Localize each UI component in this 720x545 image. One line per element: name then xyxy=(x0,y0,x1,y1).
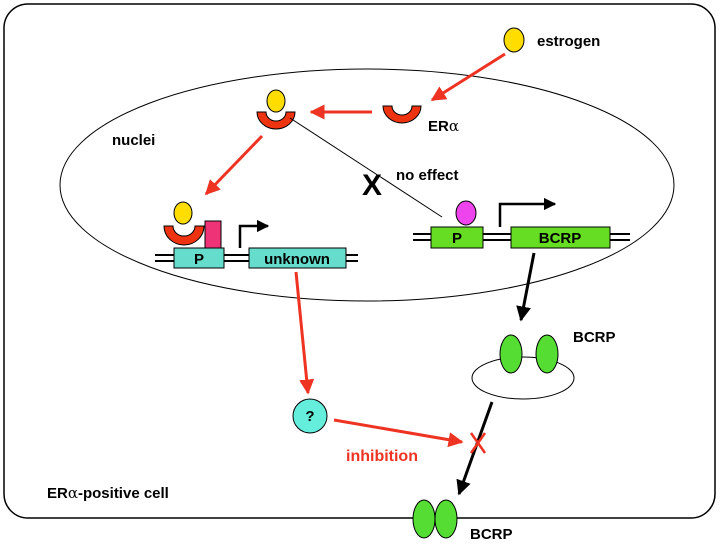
nucleus-ellipse xyxy=(59,68,675,302)
estrogen-molecule xyxy=(503,27,525,53)
bcrp-protein-label: BCRP xyxy=(573,329,616,346)
no-effect-label: no effect xyxy=(396,167,459,184)
promoter-left-box xyxy=(173,247,225,269)
arrow-estrogen-to-er xyxy=(430,52,506,102)
vesicle xyxy=(471,356,575,400)
unknown-factor-circle xyxy=(292,398,328,434)
estrogen-bound-promoter xyxy=(173,201,193,225)
cross-stroke-2 xyxy=(469,432,487,454)
coactivator-box xyxy=(204,220,222,249)
bcrp-membrane-b xyxy=(434,499,458,539)
transcription-arrow-left xyxy=(238,219,270,248)
inhibition-arrow xyxy=(333,418,464,448)
transcription-factor xyxy=(455,200,477,226)
bcrp-protein-vesicle-b xyxy=(535,334,559,374)
bcrp-membrane-a xyxy=(412,499,436,539)
arrow-unknown-to-question xyxy=(294,271,315,395)
er-alpha-receptor xyxy=(382,105,422,124)
unknown-gene-box xyxy=(248,247,347,269)
cell-label: ERα-positive cell xyxy=(47,484,169,502)
estrogen-label: estrogen xyxy=(537,33,600,50)
arrow-complex-to-promoter xyxy=(204,134,264,196)
transcription-arrow-right xyxy=(498,197,557,227)
bcrp-membrane-label: BCRP xyxy=(470,526,513,543)
estrogen-bound-top xyxy=(266,89,286,113)
nuclei-label: nuclei xyxy=(112,132,155,149)
x-mark: X xyxy=(362,169,382,202)
er-estrogen-complex-receptor xyxy=(256,111,296,130)
bcrp-protein-vesicle-a xyxy=(499,334,523,374)
promoter-right-label: P xyxy=(452,230,462,247)
arrow-gene-to-protein xyxy=(516,252,536,322)
bcrp-gene-label: BCRP xyxy=(539,230,582,247)
er-alpha-label: ERα xyxy=(428,117,459,135)
inhibition-label: inhibition xyxy=(346,448,418,465)
bcrp-gene-box xyxy=(510,226,611,249)
unknown-factor-label: ? xyxy=(305,408,314,425)
unknown-gene-label: unknown xyxy=(264,251,330,268)
cell-boundary xyxy=(3,3,716,519)
line-no-effect xyxy=(289,117,443,218)
promoter-right-box xyxy=(430,226,484,249)
promoter-left-label: P xyxy=(194,251,204,268)
er-bound-promoter xyxy=(163,225,205,246)
